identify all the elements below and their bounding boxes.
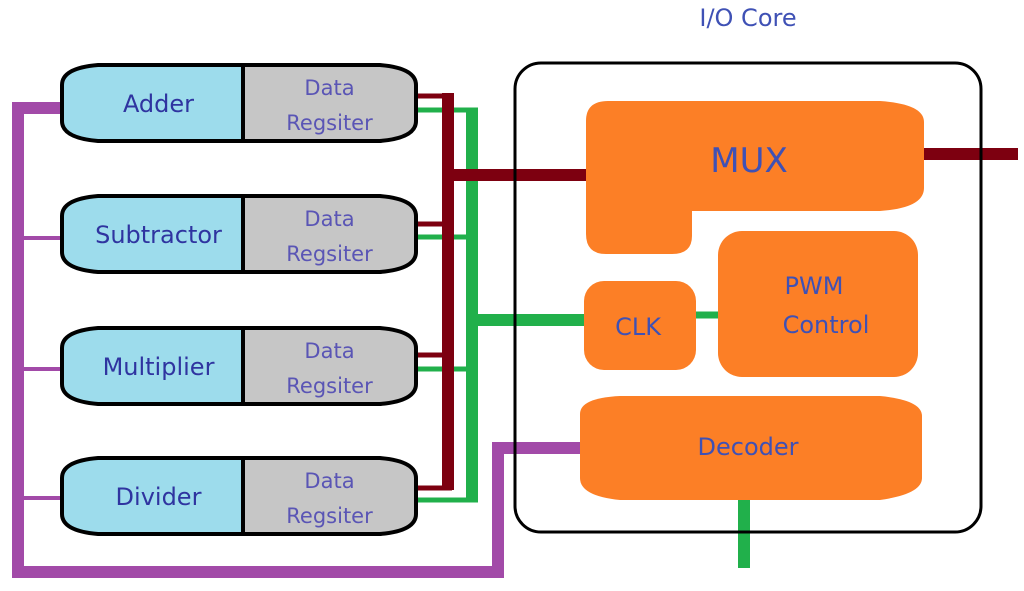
clk-shape[interactable] (584, 281, 696, 370)
unit-label: Subtractor (95, 221, 222, 249)
unit-body[interactable] (62, 196, 243, 272)
data-register-label-line-1: Data (304, 469, 354, 493)
pwm-control-shape[interactable] (718, 231, 918, 377)
unit-body[interactable] (62, 328, 243, 404)
data-register-label-line-2: Regsiter (286, 374, 373, 398)
decoder-block[interactable]: Decoder (580, 396, 922, 500)
pwm-label-line-2: Control (783, 311, 870, 339)
unit-label: Multiplier (103, 353, 215, 381)
clk-label: CLK (615, 313, 662, 341)
control-bus (12, 102, 584, 578)
unit-label: Adder (123, 90, 194, 118)
unit-outline (60, 194, 418, 274)
arithmetic-units: AdderDataRegsiterSubtractorDataRegsiterM… (60, 63, 418, 536)
mux-block[interactable]: MUX (586, 101, 924, 254)
unit-body[interactable] (62, 65, 243, 141)
data-bus (414, 93, 1018, 491)
unit-outline (60, 63, 418, 143)
io-core-title: I/O Core (699, 4, 796, 32)
mux-shape[interactable] (586, 101, 924, 254)
pwm-label-line-1: PWM (785, 272, 844, 300)
data-register-body[interactable] (243, 328, 416, 404)
data-register-label-line-2: Regsiter (286, 111, 373, 135)
data-register-body[interactable] (243, 196, 416, 272)
data-register-label-line-1: Data (304, 339, 354, 363)
data-register-body[interactable] (243, 458, 416, 534)
data-register-label-line-1: Data (304, 207, 354, 231)
decoder-label: Decoder (698, 433, 799, 461)
unit-label: Divider (116, 483, 202, 511)
data-register-label-line-2: Regsiter (286, 504, 373, 528)
data-register-label-line-1: Data (304, 76, 354, 100)
unit-outline (60, 456, 418, 536)
io-core-container (513, 61, 983, 534)
pwm-control-block[interactable]: PWM Control (718, 231, 918, 377)
unit-body[interactable] (62, 458, 243, 534)
mux-label: MUX (710, 141, 788, 181)
data-register-label-line-2: Regsiter (286, 242, 373, 266)
decoder-shape[interactable] (580, 396, 922, 500)
unit-outline (60, 326, 418, 406)
clk-block[interactable]: CLK (584, 281, 696, 370)
data-register-body[interactable] (243, 65, 416, 141)
